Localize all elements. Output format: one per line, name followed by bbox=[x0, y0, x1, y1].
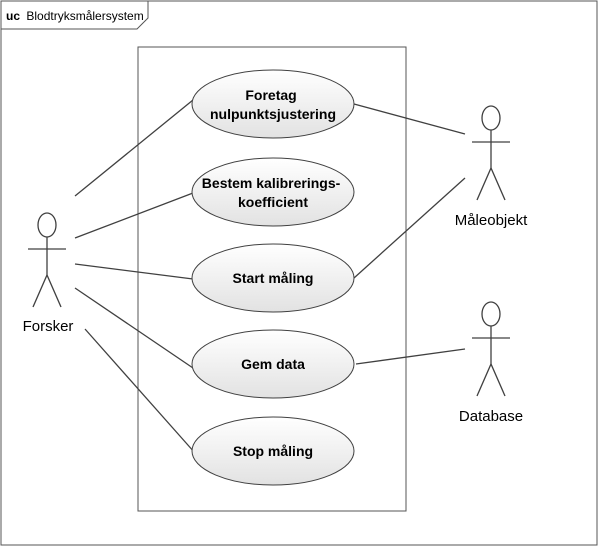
frame-name-tab bbox=[1, 1, 149, 30]
association-forsker-start bbox=[74, 263, 194, 280]
actor-label-database: Database bbox=[459, 408, 523, 425]
use-case-label-line: Gem data bbox=[241, 356, 305, 372]
associations bbox=[74, 99, 466, 454]
actor-forsker[interactable] bbox=[28, 212, 66, 308]
use-case-bestem-kalibreringskoefficient[interactable]: Bestem kalibrerings- koefficient bbox=[191, 157, 355, 227]
actor-maaleobjekt[interactable] bbox=[472, 105, 510, 201]
frame-keyword: uc bbox=[6, 9, 20, 23]
use-case-label-line: Start måling bbox=[233, 270, 314, 286]
association-gem-database bbox=[355, 348, 466, 365]
association-start-maaleobjekt bbox=[353, 177, 466, 279]
use-case-foretag-nulpunktsjustering[interactable]: Foretag nulpunktsjustering bbox=[191, 69, 355, 139]
use-case-label-line: Stop måling bbox=[233, 443, 313, 459]
association-forsker-gem bbox=[74, 287, 194, 369]
use-case-stop-maaling[interactable]: Stop måling bbox=[191, 416, 355, 486]
frame-title: uc Blodtryksmålersystem bbox=[6, 9, 144, 23]
use-case-label-line: Bestem kalibrerings- bbox=[202, 175, 341, 191]
use-case-label-line: Foretag bbox=[245, 87, 296, 103]
use-case-start-maaling[interactable]: Start måling bbox=[191, 243, 355, 313]
use-case-label-line: nulpunktsjustering bbox=[210, 106, 336, 122]
association-forsker-stop bbox=[84, 328, 196, 454]
association-forsker-foretag bbox=[74, 99, 194, 197]
actor-head-icon bbox=[481, 105, 501, 131]
association-forsker-bestem bbox=[74, 192, 194, 239]
svg-text:Bestem kalibrerings- koe: Bestem kalibrerings- koefficient bbox=[202, 175, 344, 210]
use-case-label-line: koefficient bbox=[238, 194, 308, 210]
frame-name: Blodtryksmålersystem bbox=[26, 9, 143, 23]
actor-label-maaleobjekt: Måleobjekt bbox=[455, 212, 528, 229]
use-case-gem-data[interactable]: Gem data bbox=[191, 329, 355, 399]
actor-head-icon bbox=[481, 301, 501, 327]
actor-database[interactable] bbox=[472, 301, 510, 397]
svg-text:Foretag nulpunktsjusteri: Foretag nulpunktsjustering bbox=[210, 87, 336, 122]
actor-label-forsker: Forsker bbox=[23, 318, 74, 335]
actor-head-icon bbox=[37, 212, 57, 238]
association-foretag-maaleobjekt bbox=[353, 103, 466, 135]
